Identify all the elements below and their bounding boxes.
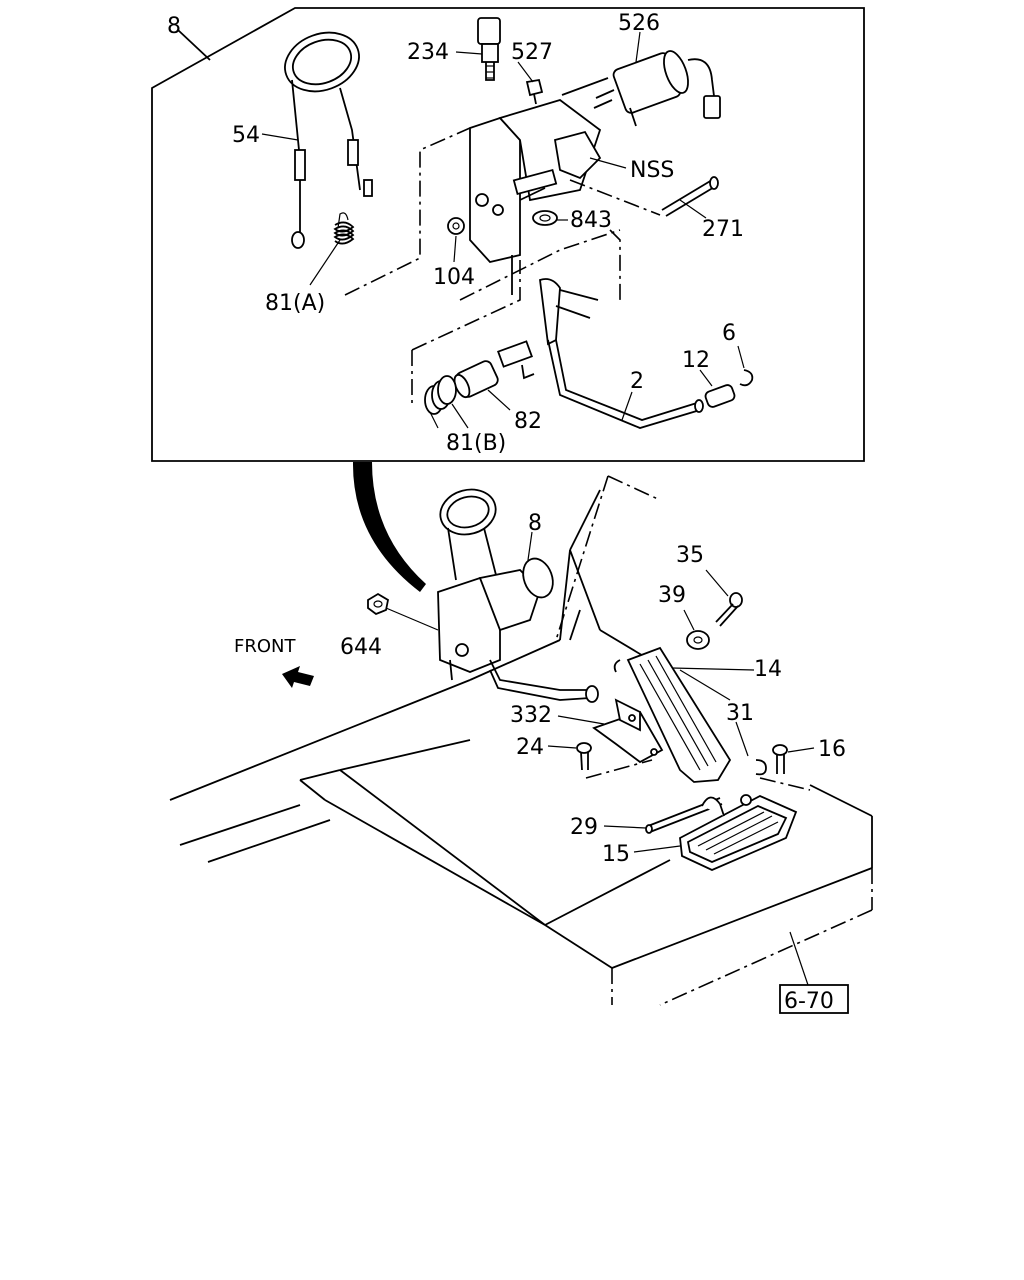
front-arrow-icon	[282, 666, 314, 688]
callout-35: 35	[676, 543, 704, 568]
nut-part-843	[532, 210, 558, 226]
collar-part-12	[704, 384, 736, 408]
callout-2: 2	[630, 369, 644, 394]
callout-332: 332	[510, 703, 552, 728]
assembled-mechanism-part-8	[437, 488, 599, 703]
callout-24: 24	[516, 735, 544, 760]
main-leader-lines	[385, 531, 815, 853]
callout-12: 12	[682, 348, 710, 373]
front-direction-indicator: FRONT	[234, 636, 314, 688]
spring-part-81a	[333, 212, 355, 245]
floor-structure	[169, 475, 873, 1006]
callout-54: 54	[232, 123, 260, 148]
pedal-arm-part-14	[613, 646, 732, 783]
bracket-assembly	[469, 99, 602, 295]
callout-14: 14	[754, 657, 782, 682]
clip-part-31	[755, 759, 767, 776]
clip-part-6	[739, 369, 754, 387]
cable-part-54	[284, 31, 373, 249]
reference-box-6-70[interactable]: 6-70	[779, 931, 849, 1014]
pin-part-271	[661, 176, 719, 217]
solenoid-part-526	[561, 50, 721, 127]
callout-644: 644	[340, 635, 382, 660]
inset-leader-lines	[261, 31, 745, 429]
callout-6: 6	[722, 321, 736, 346]
callout-843: 843	[570, 208, 612, 233]
callout-527: 527	[511, 40, 553, 65]
callout-81b: 81(B)	[446, 431, 506, 456]
callout-15: 15	[602, 842, 630, 867]
callout-234: 234	[407, 40, 449, 65]
washer-part-104	[447, 217, 465, 235]
callout-526: 526	[618, 11, 660, 36]
callout-31: 31	[726, 701, 754, 726]
foot-pad-part-15	[679, 794, 798, 871]
reference-label: 6-70	[784, 989, 834, 1014]
callout-nss: NSS	[630, 158, 674, 183]
curved-pointer-arrow	[352, 462, 426, 592]
nut-part-644	[367, 592, 390, 616]
callout-39: 39	[658, 583, 686, 608]
bracket-part-332	[585, 698, 664, 779]
callout-104: 104	[433, 265, 475, 290]
nut-part-39	[686, 630, 710, 650]
bolt-part-24	[576, 742, 592, 771]
bolt-part-16	[759, 744, 811, 791]
callout-8-bottom: 8	[528, 511, 542, 536]
callout-16: 16	[818, 737, 846, 762]
bolt-part-35	[715, 592, 743, 627]
main-assembly-view: FRONT	[169, 462, 873, 1014]
callout-82: 82	[514, 409, 542, 434]
bolt-part-527	[525, 78, 544, 105]
front-label: FRONT	[234, 636, 296, 657]
callout-81a: 81(A)	[265, 291, 325, 316]
lever-arm-part-2	[497, 278, 704, 429]
bushing-part-82	[453, 360, 499, 399]
switch-part-234	[477, 17, 501, 81]
callout-8-top: 8	[167, 14, 181, 39]
callout-271: 271	[702, 217, 744, 242]
detail-inset: 8 234 527 526 54 NSS 843 271 104 81(A) 6…	[151, 7, 865, 462]
spring-part-81b	[424, 375, 457, 415]
callout-29: 29	[570, 815, 598, 840]
